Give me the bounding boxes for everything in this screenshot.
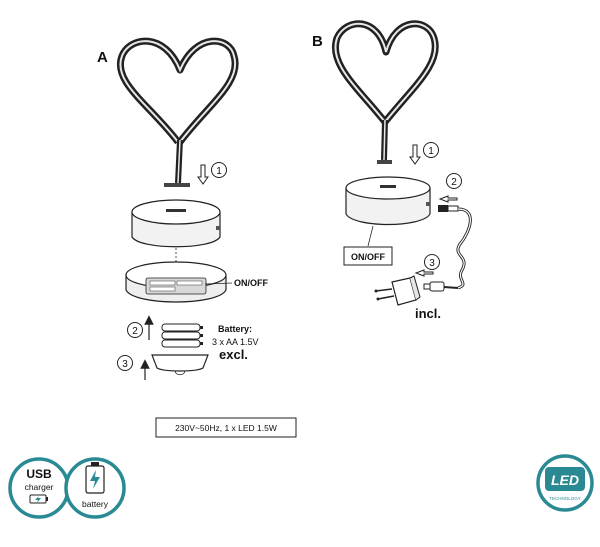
- battery-cover-icon: [151, 354, 209, 376]
- step1-arrow-a-icon: [197, 164, 209, 185]
- step1-number-b: 1: [428, 146, 434, 157]
- battery-charging-icon: [29, 494, 48, 504]
- panel-a-label: A: [97, 49, 108, 66]
- usb-badge-line1: USB: [26, 467, 52, 481]
- panel-a: A 1: [97, 37, 268, 380]
- step2-number-a: 2: [132, 326, 138, 337]
- lamp-base-a-icon: [131, 199, 221, 248]
- panel-b: B 1 ON/OFF 2: [312, 20, 472, 321]
- step3-number-b: 3: [429, 258, 435, 269]
- switch-label-b: ON/OFF: [351, 252, 385, 262]
- spec-text: 230V~50Hz, 1 x LED 1.5W: [175, 423, 277, 433]
- step2-number-b: 2: [451, 177, 457, 188]
- switch-label-box-b: [343, 246, 393, 266]
- usb-charger-badge: USB charger: [8, 457, 70, 519]
- step2-circle-a: [127, 322, 143, 338]
- switch-label-a: ON/OFF: [234, 278, 268, 288]
- lamp-base-b-icon: [345, 176, 431, 226]
- step1-number-a: 1: [216, 166, 222, 177]
- heart-lamp-b-icon: [331, 20, 439, 164]
- step3-circle-a: [117, 355, 133, 371]
- adapter-note: incl.: [415, 306, 441, 321]
- panel-b-label: B: [312, 33, 323, 50]
- led-badge-sub: TECHNOLOGY: [549, 496, 581, 501]
- led-technology-badge: LED TECHNOLOGY: [536, 454, 594, 512]
- battery-badge: battery: [64, 457, 126, 519]
- aa-batteries-icon: [161, 323, 203, 348]
- spec-box: [155, 417, 297, 438]
- battery-note: excl.: [219, 347, 248, 362]
- step3-arrow-b-icon: [414, 269, 434, 277]
- step1-circle-b: [423, 142, 439, 158]
- battery-spec: 3 x AA 1.5V: [212, 337, 259, 347]
- step2-circle-b: [446, 173, 462, 189]
- battery-badge-text: battery: [82, 499, 109, 509]
- step1-circle-a: [211, 162, 227, 178]
- usb-badge-line2: charger: [25, 482, 54, 492]
- battery-icon: [85, 462, 105, 494]
- battery-title: Battery:: [218, 324, 252, 334]
- step1-arrow-b-icon: [409, 144, 421, 165]
- step3-number-a: 3: [122, 359, 128, 370]
- heart-lamp-a-icon: [116, 37, 239, 187]
- switch-pointer-b: [367, 225, 374, 247]
- battery-compartment-icon: [125, 248, 233, 303]
- step2-arrow-b-icon: [438, 195, 458, 203]
- wall-adapter-icon: [374, 275, 421, 306]
- led-badge-main: LED: [551, 472, 579, 488]
- step3-circle-b: [424, 254, 440, 270]
- usb-cable-icon: [423, 205, 472, 292]
